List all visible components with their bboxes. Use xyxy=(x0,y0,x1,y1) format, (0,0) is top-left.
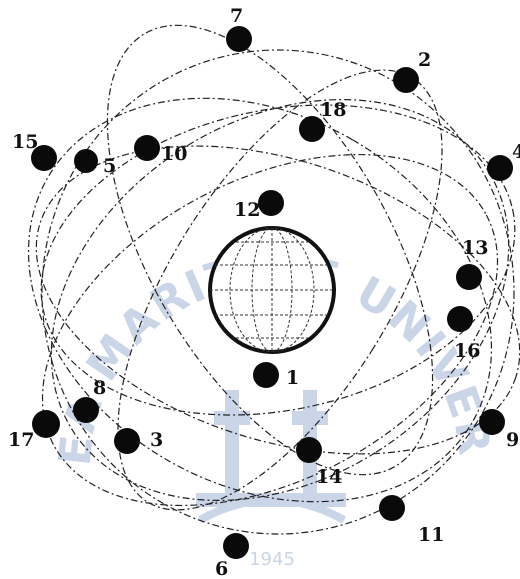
satellite-4: 4 xyxy=(487,141,520,181)
satellite-15: 15 xyxy=(12,131,57,171)
satellite-label-18: 18 xyxy=(320,99,346,121)
earth-globe xyxy=(210,228,334,352)
satellite-1: 1 xyxy=(253,362,299,389)
satellite-label-7: 7 xyxy=(230,5,243,27)
satellite-label-6: 6 xyxy=(215,558,228,579)
satellite-12: 12 xyxy=(234,190,284,221)
satellite-2: 2 xyxy=(393,49,431,93)
satellite-label-9: 9 xyxy=(506,429,519,451)
satellite-label-1: 1 xyxy=(286,367,299,389)
satellite-3: 3 xyxy=(114,428,163,454)
satellite-label-12: 12 xyxy=(234,199,260,221)
satellite-label-11: 11 xyxy=(418,524,444,546)
satellite-label-3: 3 xyxy=(150,429,163,451)
satellite-label-17: 17 xyxy=(8,429,34,451)
satellite-label-10: 10 xyxy=(161,143,187,165)
satellite-7: 7 xyxy=(226,5,252,52)
satellite-6: 6 xyxy=(215,533,249,579)
satellite-label-14: 14 xyxy=(316,466,342,488)
satellite-label-2: 2 xyxy=(418,49,431,71)
watermark-year: 1945 xyxy=(249,549,295,570)
satellite-label-15: 15 xyxy=(12,131,38,153)
satellite-10: 10 xyxy=(134,135,187,165)
satellite-label-5: 5 xyxy=(103,155,116,177)
satellite-11: 11 xyxy=(379,495,444,546)
satellite-label-13: 13 xyxy=(462,237,488,259)
satellite-label-4: 4 xyxy=(512,141,520,163)
satellite-label-16: 16 xyxy=(454,340,480,362)
satellite-label-8: 8 xyxy=(93,377,106,399)
